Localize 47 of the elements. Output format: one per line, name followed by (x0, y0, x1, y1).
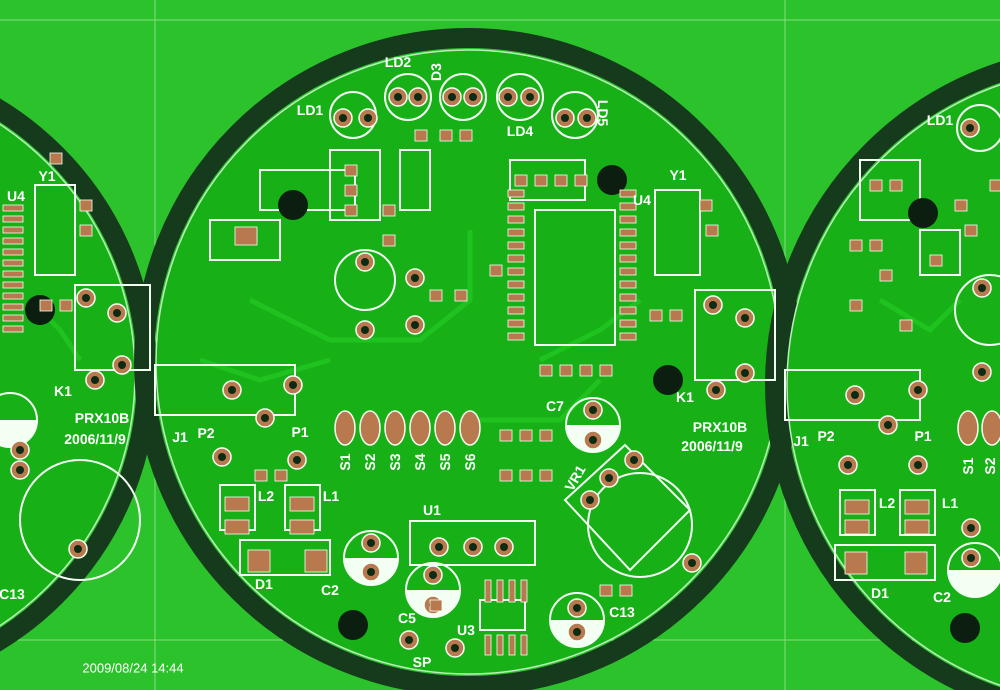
component-label: Y1 (38, 169, 56, 183)
component-label: LD4 (506, 124, 534, 138)
board-date: 2006/11/9 (64, 432, 126, 446)
component-label: C7 (546, 399, 564, 413)
component-label: L2 (258, 489, 274, 503)
component-label: S1 (961, 457, 975, 475)
component-label: L1 (942, 496, 958, 510)
component-label: J1 (793, 434, 809, 448)
component-label: P1 (291, 425, 309, 439)
component-label: D3 (429, 63, 443, 81)
component-label: C13 (609, 605, 635, 619)
component-label: LD2 (384, 55, 412, 69)
component-label: PRX10B (692, 420, 748, 434)
component-label: LD1 (926, 113, 954, 127)
component-label: VR1 (562, 462, 588, 494)
component-label: P2 (817, 429, 835, 443)
component-label: J1 (172, 430, 188, 444)
component-label: C13 (0, 587, 25, 601)
component-label: U4 (7, 189, 25, 203)
component-label: D1 (255, 577, 273, 591)
component-label: L1 (322, 489, 340, 503)
component-label: S5 (438, 453, 452, 471)
component-label: Y1 (669, 168, 687, 182)
component-label: LD1 (296, 103, 324, 117)
component-label: P1 (914, 429, 932, 443)
component-label: P2 (197, 426, 215, 440)
component-label: K1 (54, 384, 72, 398)
component-label: LD5 (596, 100, 610, 126)
component-label: C2 (933, 590, 951, 604)
component-label: S3 (388, 453, 402, 471)
component-label: U4 (633, 193, 651, 207)
component-label: SP (412, 655, 432, 669)
component-label: S2 (983, 457, 997, 475)
component-label: S6 (463, 453, 477, 471)
component-label: K1 (676, 390, 694, 404)
component-label: S4 (413, 453, 427, 471)
board-date: 2006/11/9 (681, 439, 743, 453)
component-label: S2 (363, 453, 377, 471)
component-label: L2 (878, 496, 896, 510)
component-label: D1 (871, 586, 889, 600)
component-label: C2 (321, 583, 339, 597)
component-label: C5 (398, 611, 416, 625)
component-label: PRX10B (74, 411, 130, 425)
component-label: U1 (423, 503, 441, 517)
timestamp: 2009/08/24 14:44 (82, 662, 184, 674)
component-label: U3 (457, 623, 475, 637)
component-label: S1 (338, 453, 352, 471)
